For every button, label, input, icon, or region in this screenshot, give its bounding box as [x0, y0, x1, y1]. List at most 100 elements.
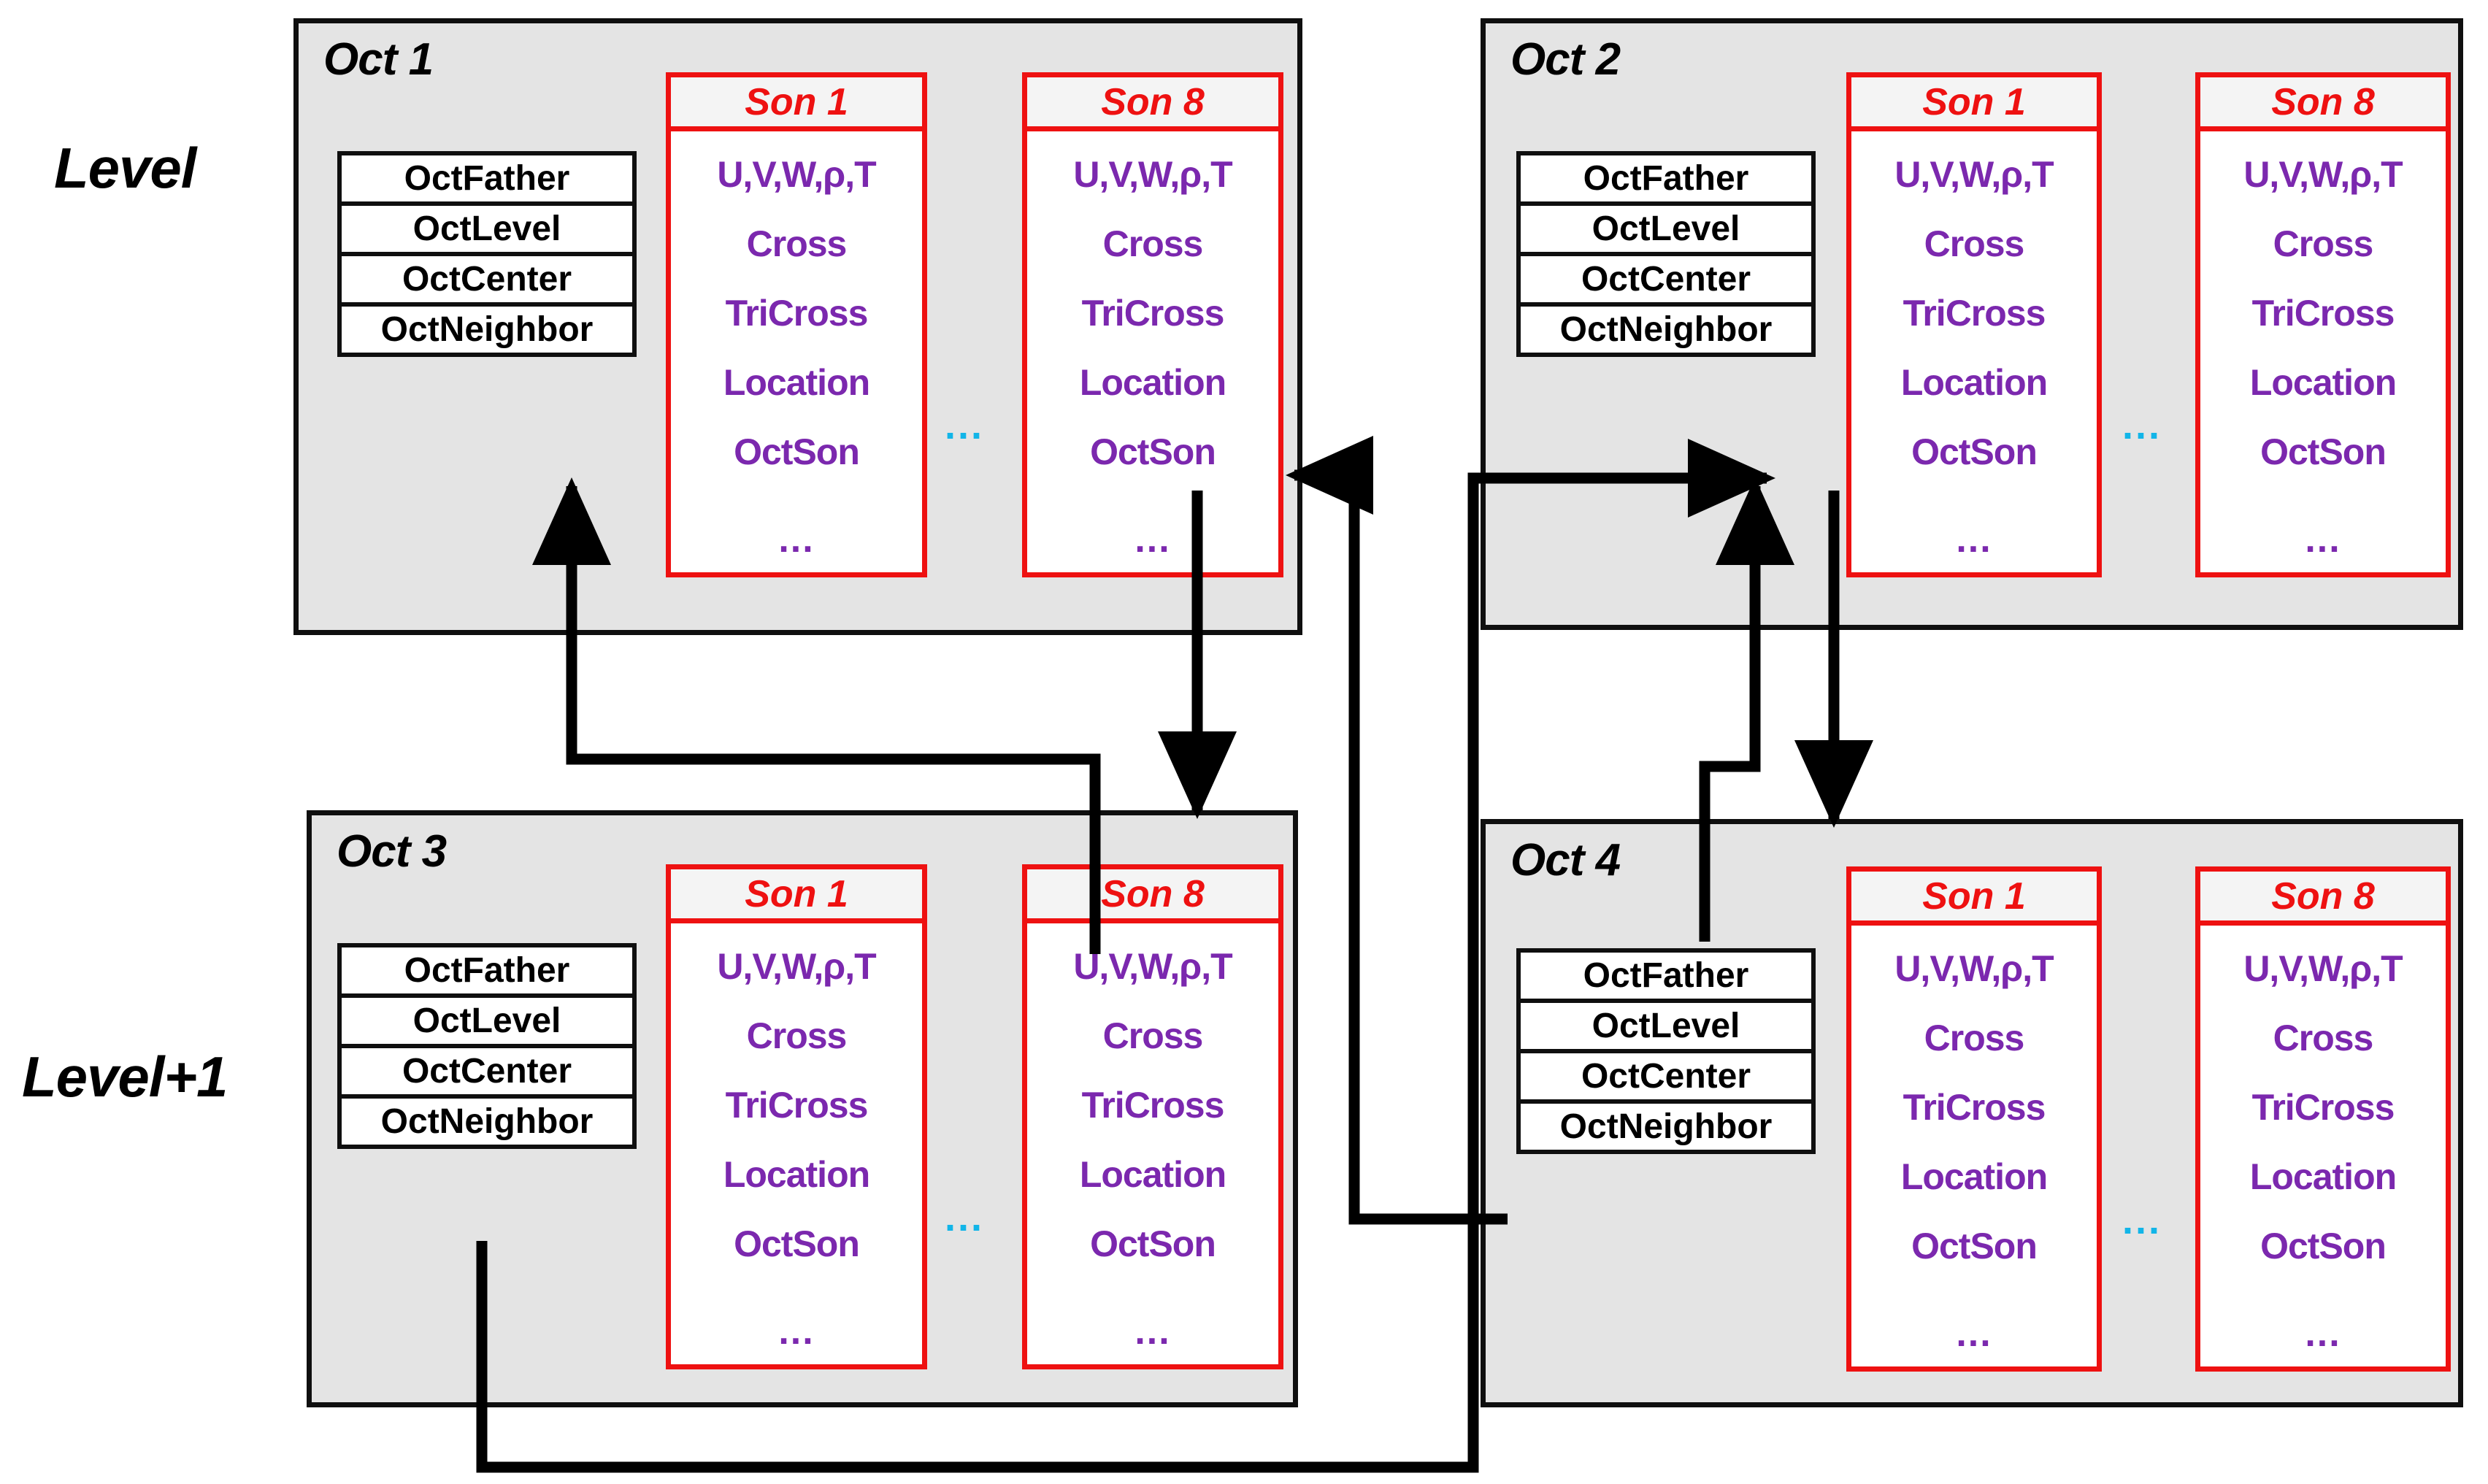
son-field-state[interactable]: U,V,W,ρ,T [1894, 154, 2054, 195]
son-field-octson[interactable]: OctSon [1090, 431, 1216, 472]
attr-row-octfather[interactable]: OctFather [337, 151, 637, 206]
son-field-cross[interactable]: Cross [1102, 223, 1204, 264]
attr-row-octneighbor[interactable]: OctNeighbor [1516, 302, 1816, 357]
son-field-state[interactable]: U,V,W,ρ,T [717, 154, 876, 195]
attr-row-octlevel[interactable]: OctLevel [1516, 999, 1816, 1053]
attribute-stack-oct1: OctFather OctLevel OctCenter OctNeighbor [337, 151, 637, 357]
son-ellipsis: ... [1134, 518, 1171, 561]
son-box-oct2-son1[interactable]: Son 1 U,V,W,ρ,T Cross TriCross Location … [1846, 72, 2102, 577]
son-field-octson[interactable]: OctSon [1911, 1226, 2038, 1266]
level-label-lower: Level+1 [22, 1045, 228, 1109]
son-box-oct4-son8[interactable]: Son 8 U,V,W,ρ,T Cross TriCross Location … [2195, 866, 2451, 1372]
attribute-stack-oct4: OctFather OctLevel OctCenter OctNeighbor [1516, 948, 1816, 1154]
son-field-location[interactable]: Location [1079, 1154, 1226, 1195]
son-field-location[interactable]: Location [2249, 1156, 2397, 1197]
oct-title-oct4: Oct 4 [1510, 835, 1621, 885]
son-fields-oct4-son8: U,V,W,ρ,T Cross TriCross Location OctSon… [2200, 926, 2446, 1356]
son-title-oct4-son8: Son 8 [2200, 872, 2446, 926]
son-title-oct3-son8: Son 8 [1027, 869, 1278, 923]
son-field-location[interactable]: Location [723, 362, 870, 403]
son-box-oct3-son1[interactable]: Son 1 U,V,W,ρ,T Cross TriCross Location … [666, 864, 927, 1369]
attr-row-octfather[interactable]: OctFather [1516, 948, 1816, 1003]
oct-panel-oct2[interactable]: Oct 2 OctFather OctLevel OctCenter OctNe… [1481, 18, 2463, 630]
son-field-tricross[interactable]: TriCross [1081, 1085, 1225, 1126]
son-field-tricross[interactable]: TriCross [725, 1085, 869, 1126]
son-field-cross[interactable]: Cross [1102, 1015, 1204, 1056]
son-ellipsis: ... [778, 1310, 815, 1353]
son-box-oct3-son8[interactable]: Son 8 U,V,W,ρ,T Cross TriCross Location … [1022, 864, 1283, 1369]
attr-row-octcenter[interactable]: OctCenter [1516, 1049, 1816, 1104]
son-field-octson[interactable]: OctSon [734, 1223, 860, 1264]
son-field-octson[interactable]: OctSon [2260, 1226, 2387, 1266]
son-field-tricross[interactable]: TriCross [1903, 293, 2046, 334]
son-fields-oct4-son1: U,V,W,ρ,T Cross TriCross Location OctSon… [1851, 926, 2097, 1356]
son-field-tricross[interactable]: TriCross [2251, 1087, 2395, 1128]
attr-row-octlevel[interactable]: OctLevel [1516, 201, 1816, 256]
son-box-oct4-son1[interactable]: Son 1 U,V,W,ρ,T Cross TriCross Location … [1846, 866, 2102, 1372]
son-field-octson[interactable]: OctSon [734, 431, 860, 472]
son-title-oct1-son8: Son 8 [1027, 77, 1278, 131]
wire-oct4-neighbor-to-oct1-son8 [1285, 435, 1508, 1225]
son-ellipsis: ... [1956, 518, 1992, 561]
son-title-oct4-son1: Son 1 [1851, 872, 2097, 926]
son-field-octson[interactable]: OctSon [2260, 431, 2387, 472]
son-field-location[interactable]: Location [2249, 362, 2397, 403]
inter-son-ellipsis-oct4: ... [2122, 1199, 2162, 1242]
son-fields-oct3-son8: U,V,W,ρ,T Cross TriCross Location OctSon… [1027, 923, 1278, 1353]
son-field-state[interactable]: U,V,W,ρ,T [1073, 154, 1232, 195]
son-ellipsis: ... [2305, 518, 2341, 561]
son-field-state[interactable]: U,V,W,ρ,T [1073, 946, 1232, 987]
attr-row-octcenter[interactable]: OctCenter [1516, 252, 1816, 307]
son-field-octson[interactable]: OctSon [1090, 1223, 1216, 1264]
son-ellipsis: ... [1134, 1310, 1171, 1353]
son-field-cross[interactable]: Cross [1924, 223, 2025, 264]
son-ellipsis: ... [778, 518, 815, 561]
oct-panel-oct4[interactable]: Oct 4 OctFather OctLevel OctCenter OctNe… [1481, 819, 2463, 1407]
attr-row-octcenter[interactable]: OctCenter [337, 252, 637, 307]
son-field-octson[interactable]: OctSon [1911, 431, 2038, 472]
attribute-stack-oct2: OctFather OctLevel OctCenter OctNeighbor [1516, 151, 1816, 357]
attr-row-octfather[interactable]: OctFather [337, 943, 637, 998]
attr-row-octcenter[interactable]: OctCenter [337, 1044, 637, 1099]
oct-title-oct2: Oct 2 [1510, 34, 1621, 85]
son-field-tricross[interactable]: TriCross [725, 293, 869, 334]
son-fields-oct1-son1: U,V,W,ρ,T Cross TriCross Location OctSon… [671, 131, 922, 561]
son-fields-oct2-son8: U,V,W,ρ,T Cross TriCross Location OctSon… [2200, 131, 2446, 561]
son-field-cross[interactable]: Cross [746, 223, 848, 264]
oct-panel-oct3[interactable]: Oct 3 OctFather OctLevel OctCenter OctNe… [307, 810, 1298, 1407]
son-field-state[interactable]: U,V,W,ρ,T [2243, 154, 2403, 195]
son-title-oct1-son1: Son 1 [671, 77, 922, 131]
son-ellipsis: ... [2305, 1312, 2341, 1355]
son-field-tricross[interactable]: TriCross [2251, 293, 2395, 334]
son-field-location[interactable]: Location [1900, 1156, 2048, 1197]
attr-row-octneighbor[interactable]: OctNeighbor [1516, 1099, 1816, 1154]
oct-panel-oct1[interactable]: Oct 1 OctFather OctLevel OctCenter OctNe… [293, 18, 1302, 635]
son-box-oct2-son8[interactable]: Son 8 U,V,W,ρ,T Cross TriCross Location … [2195, 72, 2451, 577]
son-box-oct1-son8[interactable]: Son 8 U,V,W,ρ,T Cross TriCross Location … [1022, 72, 1283, 577]
son-box-oct1-son1[interactable]: Son 1 U,V,W,ρ,T Cross TriCross Location … [666, 72, 927, 577]
son-field-cross[interactable]: Cross [2273, 1018, 2374, 1058]
son-field-state[interactable]: U,V,W,ρ,T [717, 946, 876, 987]
attr-row-octlevel[interactable]: OctLevel [337, 201, 637, 256]
son-field-cross[interactable]: Cross [2273, 223, 2374, 264]
son-field-tricross[interactable]: TriCross [1903, 1087, 2046, 1128]
oct-title-oct1: Oct 1 [323, 34, 434, 85]
son-field-cross[interactable]: Cross [1924, 1018, 2025, 1058]
son-field-state[interactable]: U,V,W,ρ,T [2243, 948, 2403, 989]
attr-row-octneighbor[interactable]: OctNeighbor [337, 1094, 637, 1149]
attr-row-octneighbor[interactable]: OctNeighbor [337, 302, 637, 357]
attr-row-octlevel[interactable]: OctLevel [337, 993, 637, 1048]
son-field-location[interactable]: Location [1900, 362, 2048, 403]
son-field-location[interactable]: Location [1079, 362, 1226, 403]
attr-row-octfather[interactable]: OctFather [1516, 151, 1816, 206]
son-ellipsis: ... [1956, 1312, 1992, 1355]
level-label-upper: Level [54, 136, 196, 200]
son-field-tricross[interactable]: TriCross [1081, 293, 1225, 334]
son-field-location[interactable]: Location [723, 1154, 870, 1195]
attribute-stack-oct3: OctFather OctLevel OctCenter OctNeighbor [337, 943, 637, 1149]
son-field-state[interactable]: U,V,W,ρ,T [1894, 948, 2054, 989]
son-field-cross[interactable]: Cross [746, 1015, 848, 1056]
son-fields-oct1-son8: U,V,W,ρ,T Cross TriCross Location OctSon… [1027, 131, 1278, 561]
inter-son-ellipsis-oct3: ... [945, 1196, 985, 1239]
